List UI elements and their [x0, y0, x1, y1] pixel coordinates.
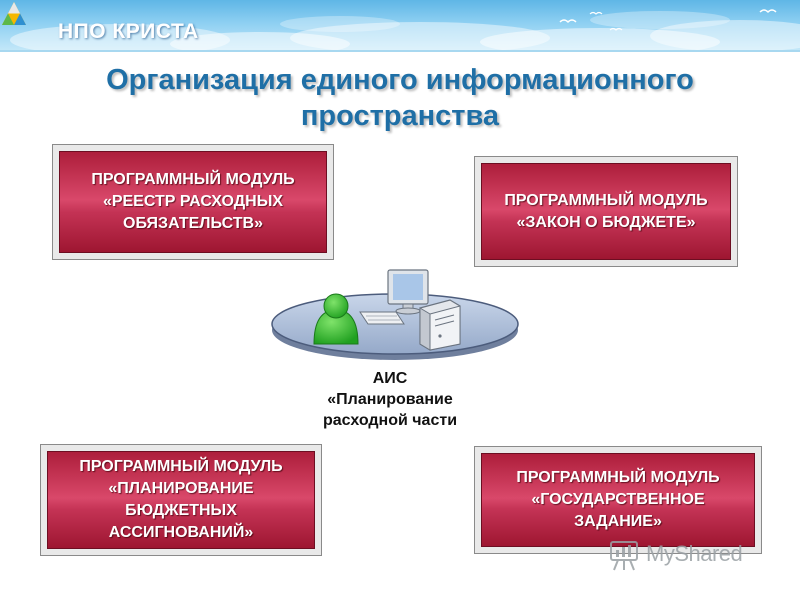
- module-label-line: ЗАДАНИЕ»: [574, 513, 662, 530]
- module-label: ПРОГРАММНЫЙ МОДУЛЬ «ПЛАНИРОВАНИЕ БЮДЖЕТН…: [71, 456, 290, 544]
- module-card-expense-registry: ПРОГРАММНЫЙ МОДУЛЬ «РЕЕСТР РАСХОДНЫХ ОБЯ…: [52, 144, 334, 260]
- module-label-line: АССИГНОВАНИЙ»: [108, 524, 254, 541]
- myshared-logo-icon: [610, 541, 638, 571]
- module-label-line: «ПЛАНИРОВАНИЕ: [108, 480, 254, 497]
- module-label: ПРОГРАММНЫЙ МОДУЛЬ «ГОСУДАРСТВЕННОЕ ЗАДА…: [508, 467, 727, 533]
- module-label-line: ПРОГРАММНЫЙ МОДУЛЬ: [504, 191, 708, 209]
- module-label-line: БЮДЖЕТНЫХ: [125, 502, 237, 519]
- module-label-line: ОБЯЗАТЕЛЬСТВ»: [123, 215, 263, 232]
- module-label: ПРОГРАММНЫЙ МОДУЛЬ «РЕЕСТР РАСХОДНЫХ ОБЯ…: [83, 169, 302, 235]
- module-label: ПРОГРАММНЫЙ МОДУЛЬ «ЗАКОН О БЮДЖЕТЕ»: [496, 190, 715, 234]
- module-card-budget-planning: ПРОГРАММНЫЙ МОДУЛЬ «ПЛАНИРОВАНИЕ БЮДЖЕТН…: [40, 444, 322, 556]
- ais-caption-line: АИС: [372, 370, 408, 387]
- page-title-line: пространства: [300, 100, 500, 132]
- ais-workstation-illustration: [271, 269, 519, 360]
- brand-name: НПО КРИСТА: [58, 20, 199, 43]
- keyboard-icon: [359, 311, 405, 325]
- myshared-watermark: MyShared: [608, 538, 768, 572]
- user-icon: [313, 293, 359, 345]
- header-banner: НПО КРИСТА: [0, 0, 800, 52]
- page-title: Организация единого информационного прос…: [0, 62, 800, 134]
- module-card-body: ПРОГРАММНЫЙ МОДУЛЬ «ПЛАНИРОВАНИЕ БЮДЖЕТН…: [47, 451, 315, 549]
- ais-caption: АИС «Планирование расходной части: [290, 368, 490, 431]
- watermark-text: MyShared: [646, 541, 743, 566]
- system-unit-icon: [419, 299, 461, 351]
- module-card-body: ПРОГРАММНЫЙ МОДУЛЬ «ГОСУДАРСТВЕННОЕ ЗАДА…: [481, 453, 755, 547]
- page-title-line: Организация единого информационного: [106, 64, 694, 96]
- sky-clouds-background: [0, 9, 800, 52]
- module-card-body: ПРОГРАММНЫЙ МОДУЛЬ «РЕЕСТР РАСХОДНЫХ ОБЯ…: [59, 151, 327, 253]
- module-card-body: ПРОГРАММНЫЙ МОДУЛЬ «ЗАКОН О БЮДЖЕТЕ»: [481, 163, 731, 260]
- module-label-line: «ГОСУДАРСТВЕННОЕ: [531, 491, 705, 508]
- module-label-line: «РЕЕСТР РАСХОДНЫХ: [102, 193, 284, 210]
- module-label-line: ПРОГРАММНЫЙ МОДУЛЬ: [516, 469, 720, 486]
- monitor-icon: [387, 269, 429, 315]
- module-card-budget-law: ПРОГРАММНЫЙ МОДУЛЬ «ЗАКОН О БЮДЖЕТЕ»: [474, 156, 738, 267]
- module-label-line: ПРОГРАММНЫЙ МОДУЛЬ: [79, 458, 283, 475]
- module-label-line: ПРОГРАММНЫЙ МОДУЛЬ: [91, 171, 295, 188]
- krista-triangle-logo-icon: [2, 2, 26, 25]
- ais-caption-line: расходной части: [322, 412, 458, 429]
- module-label-line: «ЗАКОН О БЮДЖЕТЕ»: [516, 213, 696, 231]
- ais-caption-line: «Планирование: [327, 391, 453, 408]
